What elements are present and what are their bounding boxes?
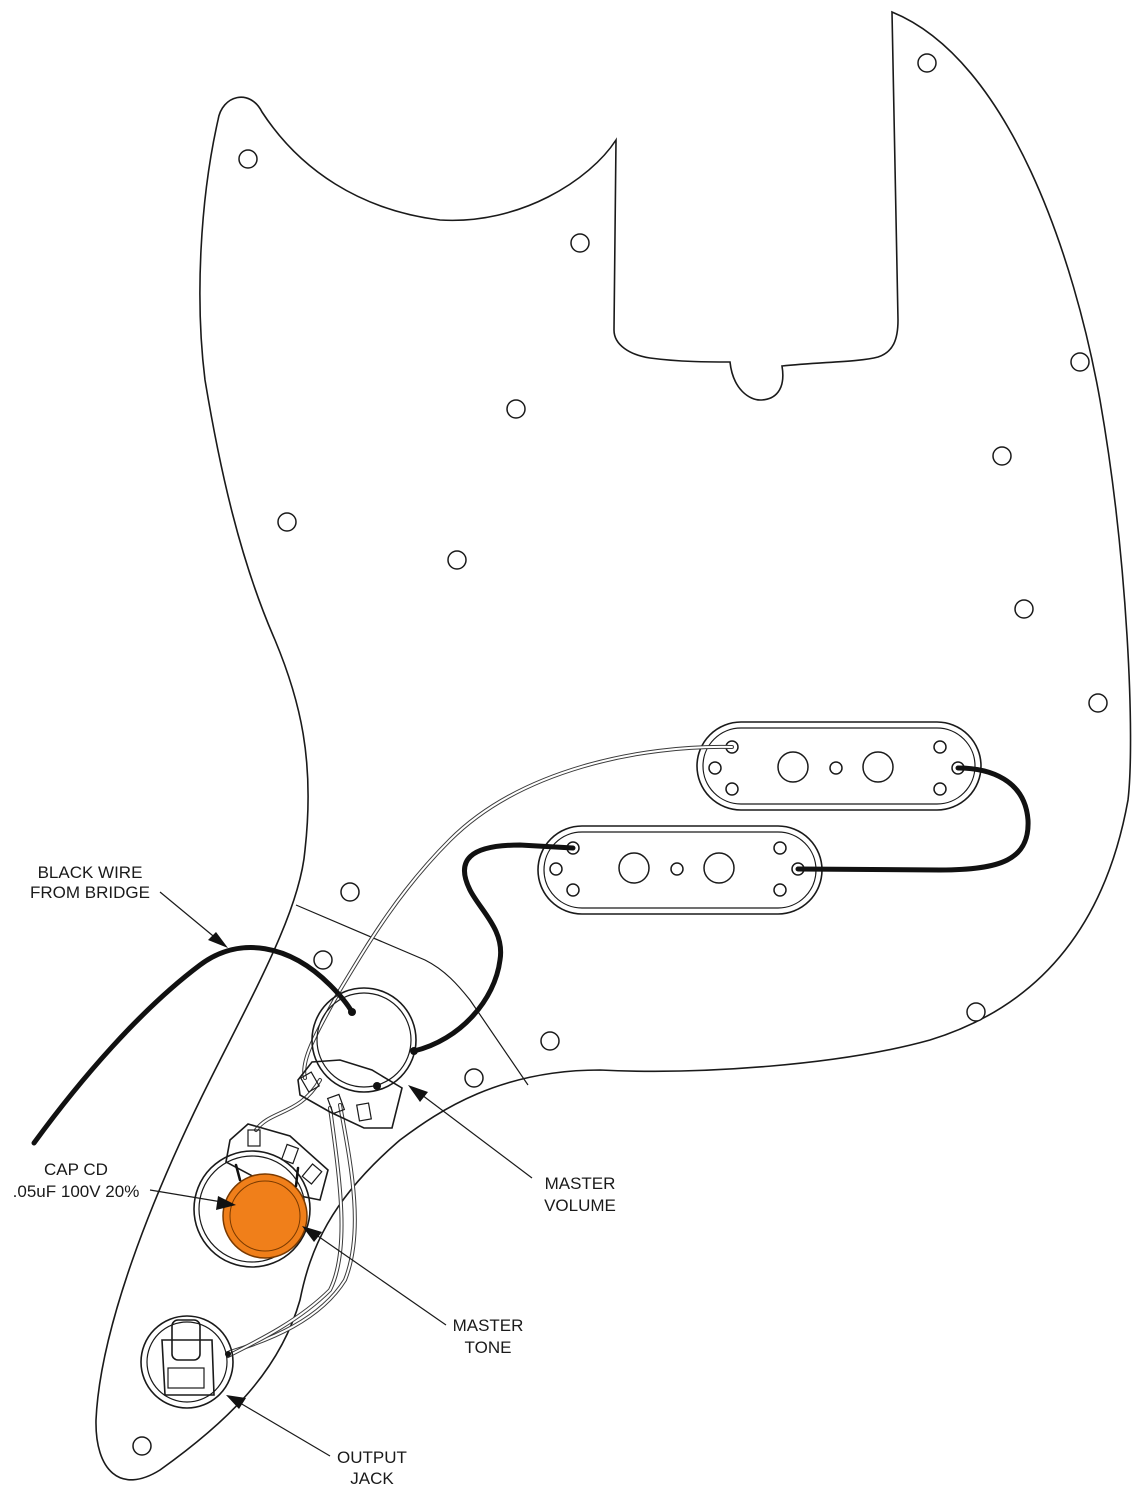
label-master-volume-line2: VOLUME xyxy=(544,1196,616,1215)
mounting-hole xyxy=(917,53,937,73)
mounting-hole xyxy=(277,512,297,532)
volume-to-lower-pickup-wire xyxy=(411,842,576,1054)
master-volume-pot xyxy=(297,987,418,1129)
mounting-hole xyxy=(464,1068,484,1088)
labels: BLACK WIRE FROM BRIDGE CAP CD .05uF 100V… xyxy=(13,863,616,1488)
label-black-wire-line1: BLACK WIRE xyxy=(38,863,143,882)
label-output-jack-line2: JACK xyxy=(350,1469,394,1488)
label-output-jack-line1: OUTPUT xyxy=(337,1448,407,1467)
mounting-hole xyxy=(1014,599,1034,619)
mounting-hole xyxy=(966,1002,986,1022)
label-master-volume-line1: MASTER xyxy=(545,1174,616,1193)
black-wires xyxy=(31,765,1031,1146)
mounting-hole xyxy=(1088,693,1108,713)
mounting-hole xyxy=(132,1436,152,1456)
pickup-lower xyxy=(537,825,823,915)
bridge-ground-wire xyxy=(31,945,355,1146)
leader-capacitor xyxy=(149,1189,229,1204)
mounting-hole xyxy=(570,233,590,253)
pickup-upper xyxy=(696,721,982,811)
leader-master-volume xyxy=(417,1091,533,1179)
control-plate-outline xyxy=(295,904,529,1086)
mounting-hole xyxy=(313,950,333,970)
mounting-hole xyxy=(540,1031,560,1051)
mounting-holes xyxy=(132,53,1108,1456)
mounting-hole xyxy=(340,882,360,902)
mounting-hole xyxy=(992,446,1012,466)
ceramic-disc-capacitor xyxy=(222,1173,308,1259)
leaders xyxy=(149,891,533,1457)
leader-master-tone xyxy=(311,1231,447,1326)
leader-output-jack xyxy=(234,1399,331,1457)
label-cap-line1: CAP CD xyxy=(44,1160,108,1179)
mounting-hole xyxy=(506,399,526,419)
label-black-wire-line2: FROM BRIDGE xyxy=(30,883,150,902)
label-master-tone-line2: TONE xyxy=(465,1338,512,1357)
white-wires xyxy=(226,744,734,1358)
label-master-tone-line1: MASTER xyxy=(453,1316,524,1335)
mounting-hole xyxy=(1070,352,1090,372)
mounting-hole xyxy=(447,550,467,570)
master-tone-pot xyxy=(193,1123,329,1268)
leader-black-wire xyxy=(159,891,219,941)
output-jack xyxy=(140,1315,234,1409)
label-cap-line2: .05uF 100V 20% xyxy=(13,1182,140,1201)
pickguard-outline xyxy=(95,10,1132,1481)
upper-to-lower-pickup-wire xyxy=(795,765,1031,873)
mounting-hole xyxy=(238,149,258,169)
